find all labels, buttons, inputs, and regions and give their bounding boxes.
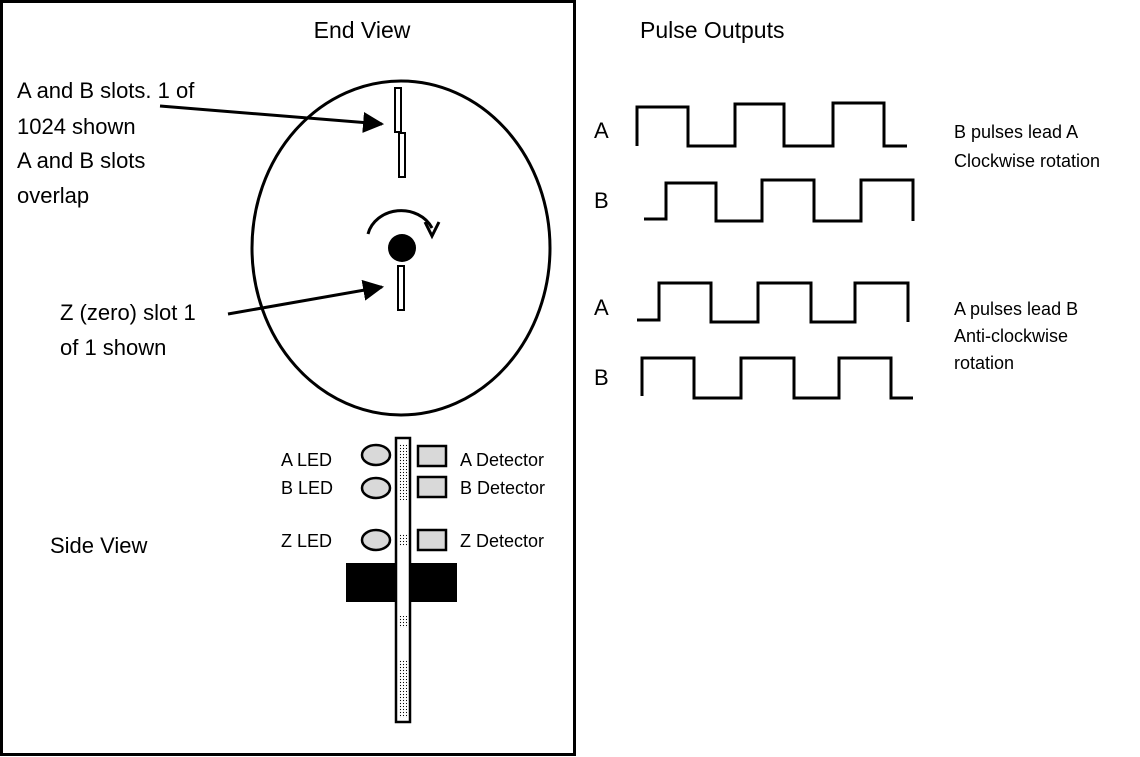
b-led <box>360 476 392 500</box>
slot-a <box>394 87 402 133</box>
z-detector <box>416 528 448 552</box>
arrow-ab-slots <box>159 104 385 133</box>
a-detector-label: A Detector <box>460 450 544 470</box>
left-panel-border <box>0 0 576 756</box>
slot-z <box>397 265 405 311</box>
cw-label-a: A <box>594 118 609 143</box>
end-view-title: End View <box>314 17 411 43</box>
cw-waveform-b <box>644 178 915 223</box>
rotation-arrowhead-icon <box>423 221 441 240</box>
acw-label-b: B <box>594 365 609 390</box>
cw-label-b: B <box>594 188 609 213</box>
disc-slot-region <box>399 616 407 628</box>
b-led-label: B LED <box>281 478 333 498</box>
annotation-z-slot: Z (zero) slot 1 of 1 shown <box>60 300 202 360</box>
acw-waveform-a <box>637 281 910 324</box>
b-detector <box>416 475 448 499</box>
a-detector <box>416 444 448 468</box>
shaft-hub <box>388 234 416 262</box>
pulse-outputs-title: Pulse Outputs <box>640 17 784 43</box>
cw-note: B pulses lead A Clockwise rotation <box>954 122 1100 171</box>
arrow-z-slot <box>227 279 385 316</box>
disc-slot-region <box>399 660 407 718</box>
disc-slot-region <box>399 534 407 546</box>
disc-edge <box>394 436 412 724</box>
z-led-label: Z LED <box>281 531 332 551</box>
z-detector-label: Z Detector <box>460 531 544 551</box>
z-led <box>360 528 392 552</box>
acw-note: A pulses lead B Anti-clockwise rotation <box>954 299 1083 373</box>
cw-waveform-a <box>635 101 907 148</box>
acw-waveform-b <box>640 356 913 400</box>
a-led <box>360 443 392 467</box>
annotation-ab-slots: A and B slots. 1 of 1024 shown A and B s… <box>17 78 200 208</box>
b-detector-label: B Detector <box>460 478 545 498</box>
side-view-title: Side View <box>50 533 148 558</box>
encoder-disc <box>250 79 552 417</box>
disc-slot-region <box>399 444 407 500</box>
acw-label-a: A <box>594 295 609 320</box>
rotation-arrow-icon <box>366 209 434 235</box>
slot-b <box>398 132 406 178</box>
a-led-label: A LED <box>281 450 332 470</box>
